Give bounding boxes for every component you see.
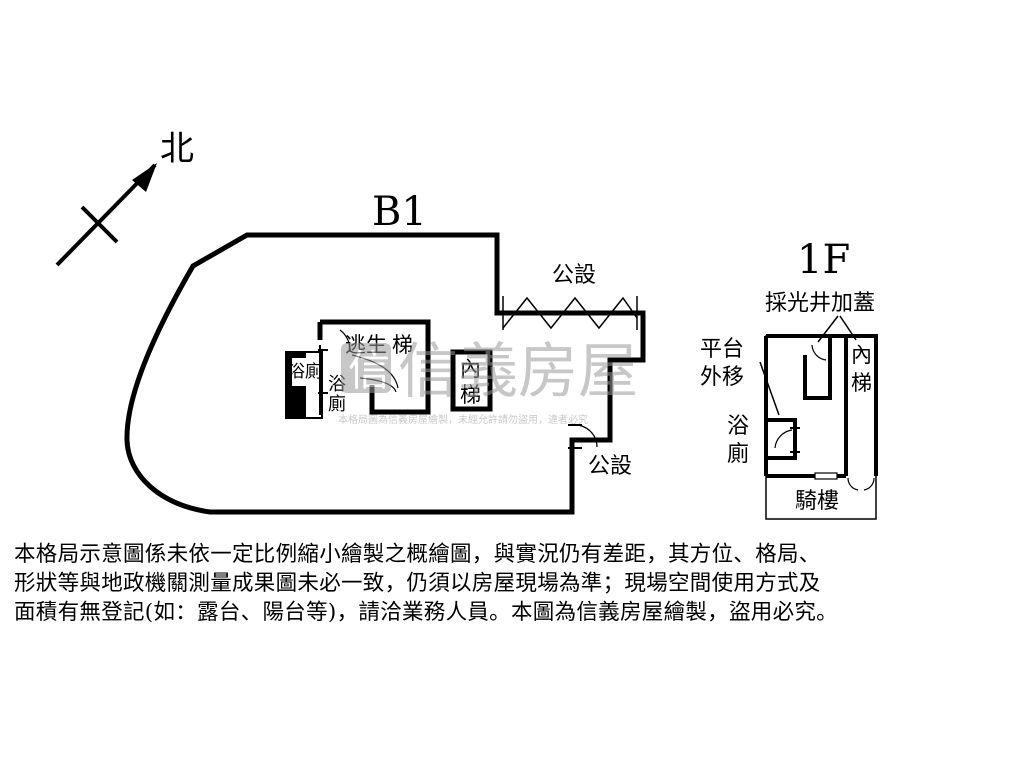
bath-right-label-2: 廁: [328, 393, 346, 415]
arcade-door-icon: [847, 477, 875, 491]
f1-inner-stair-label-2: 梯: [851, 371, 872, 395]
skylight-box: [803, 336, 832, 400]
disclaimer-line-2: 形狀等與地政機關測量成果圖未必一致，仍須以房屋現場為準；現場空間使用方式及: [14, 571, 821, 596]
bath-left-label: 浴廁: [288, 361, 322, 382]
f1-inner-stair-label-1: 內: [851, 343, 872, 367]
f1-bathroom: [766, 418, 797, 460]
public-corridor-zigzag: [502, 296, 638, 330]
skylight-cover-label: 採光井加蓋: [765, 291, 875, 316]
b1-bathroom-block: 浴廁 浴 廁: [285, 345, 346, 419]
arcade-label: 騎樓: [795, 489, 839, 514]
disclaimer-line-1: 本格局示意圖係未依一定比例縮小繪製之概繪圖，與實況仍有差距，其方位、格局、: [14, 542, 821, 567]
b1-inner-stair-room: 內 梯: [450, 349, 493, 412]
b1-outer-wall: [124, 232, 646, 515]
svg-text:信: 信: [348, 346, 390, 395]
north-arrowhead-icon: [132, 163, 157, 192]
platform-leader: [759, 361, 780, 416]
platform-label-2: 外移: [700, 365, 744, 390]
b1-entrance-door: [568, 424, 598, 449]
brand-logo-icon: 信: [341, 343, 391, 395]
compass-cross-icon: [80, 205, 119, 244]
f1-main-wall: [766, 334, 878, 476]
watermark-brand: 信義房屋: [398, 337, 638, 407]
compass: 北: [55, 129, 194, 267]
f1-plan: 1F 採光井加蓋 內 梯 平台 外移 浴 廁 騎樓: [700, 237, 878, 520]
b1-inner-stair-label-2: 梯: [460, 383, 481, 407]
watermark-small: 本格局圖為信義房屋繪製，未經允許請勿盜用，違者必究: [338, 413, 588, 426]
floor-plan: 北 B1 公設 逃生 梯: [55, 129, 878, 520]
b1-plan: B1 公設 逃生 梯 浴廁 浴: [124, 189, 646, 515]
f1-bath-label-1: 浴: [727, 414, 749, 439]
public-label-top: 公設: [552, 263, 596, 288]
b1-title: B1: [372, 189, 427, 235]
f1-bath-label-2: 廁: [727, 442, 749, 467]
b1-inner-stair-label-1: 內: [460, 357, 481, 381]
platform-label-1: 平台: [700, 337, 744, 362]
arcade-window: [814, 472, 838, 480]
disclaimer: 本格局示意圖係未依一定比例縮小繪製之概繪圖，與實況仍有差距，其方位、格局、 形狀…: [14, 540, 1014, 627]
escape-stair-label-2: 梯: [392, 333, 413, 357]
f1-title: 1F: [797, 237, 850, 283]
public-label-bottom: 公設: [588, 454, 632, 479]
north-label: 北: [160, 129, 194, 169]
watermark: 信 信義房屋 本格局圖為信義房屋繪製，未經允許請勿盜用，違者必究: [338, 337, 638, 426]
disclaimer-line-3: 面積有無登記(如：露台、陽台等)，請洽業務人員。本圖為信義房屋繪製，盜用必究。: [14, 600, 838, 625]
